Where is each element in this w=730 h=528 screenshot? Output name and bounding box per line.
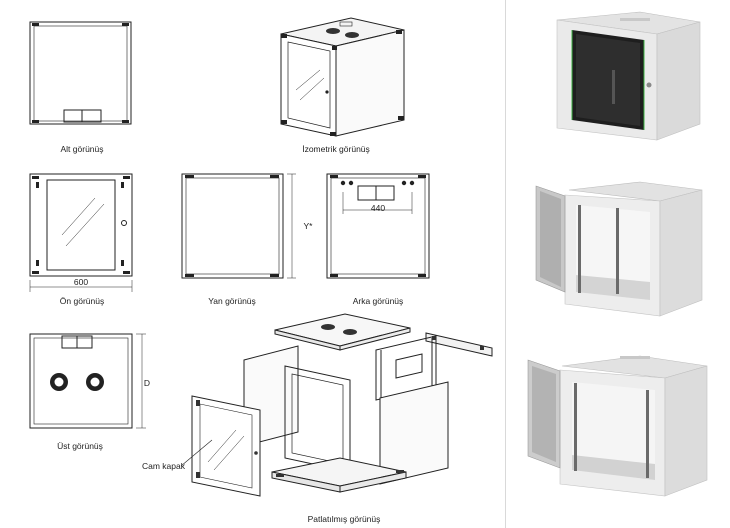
exploded-view-label: Patlatılmış görünüş <box>307 514 381 524</box>
section-divider <box>505 0 506 528</box>
side-view-label: Yan görünüş <box>208 296 256 306</box>
front-width-dimension: 600 <box>73 277 89 287</box>
top-view-label: Üst görünüş <box>57 441 103 451</box>
bottom-view-label: Alt görünüş <box>60 144 104 154</box>
isometric-view-label: İzometrik görünüş <box>302 144 370 154</box>
top-depth-dimension: D <box>143 378 151 388</box>
glass-door-callout: Cam kapak <box>142 461 185 471</box>
rear-width-dimension: 440 <box>370 203 386 213</box>
front-view-label: Ön görünüş <box>59 296 105 306</box>
side-height-dimension: Y* <box>303 221 313 231</box>
rear-view-label: Arka görünüş <box>352 296 404 306</box>
